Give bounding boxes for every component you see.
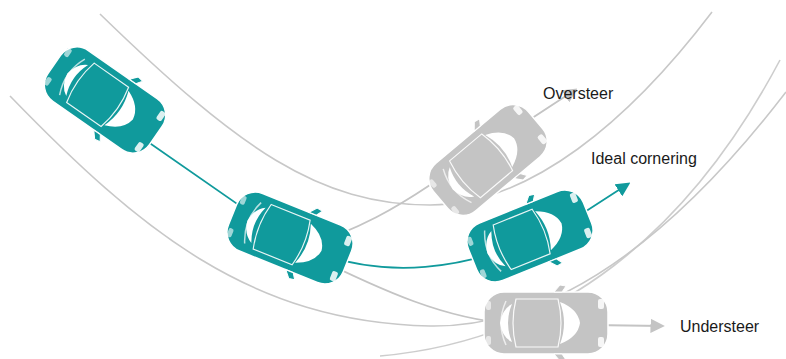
understeer-car (484, 285, 608, 359)
teal-car (458, 178, 601, 295)
road-edge (10, 12, 786, 356)
teal-car (218, 180, 361, 297)
teal-car (32, 33, 177, 166)
trajectory-label: Understeer (680, 317, 759, 337)
trajectory-label: Oversteer (543, 84, 613, 104)
trajectory (128, 90, 662, 326)
trajectory-label: Ideal cornering (591, 149, 697, 169)
